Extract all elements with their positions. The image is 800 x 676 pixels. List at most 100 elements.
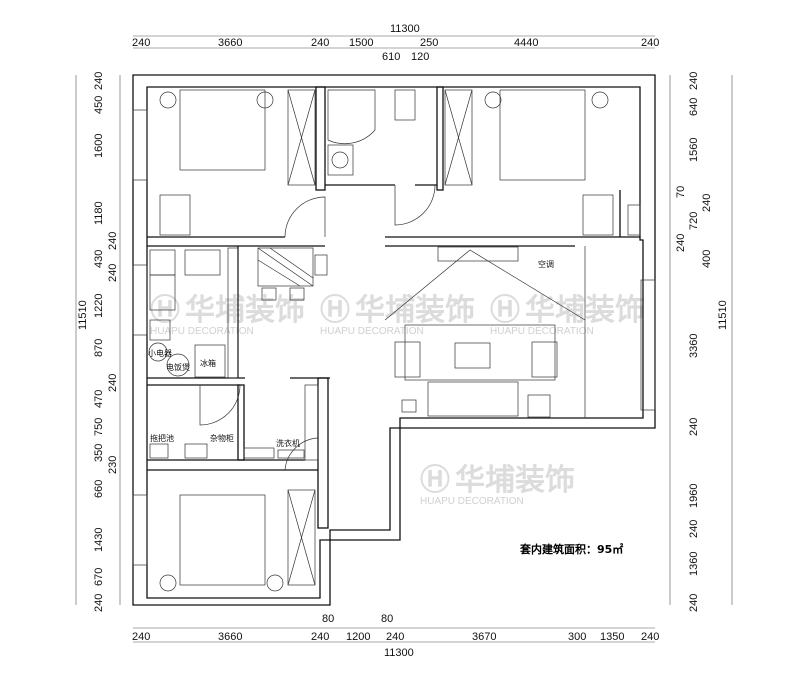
lamp-icon [484, 91, 502, 109]
svg-text:470: 470 [93, 390, 105, 408]
tv-cabinet [437, 246, 519, 262]
basin [243, 447, 275, 459]
svg-text:240: 240 [641, 37, 659, 49]
label-rice-cooker: 电饭煲 [166, 362, 190, 372]
svg-text:400: 400 [701, 250, 713, 268]
svg-text:11510: 11510 [717, 300, 729, 330]
svg-text:华埔装饰: 华埔装饰 [355, 293, 475, 328]
label-storage-cabinet: 杂物柜 [210, 433, 234, 443]
watermark-logo-icon: Ⓗ [420, 463, 450, 498]
top-dimensions: 11300 240 3660 240 1500 250 4440 240 610… [132, 23, 659, 63]
label-mop-sink: 拖把池 [150, 433, 174, 443]
phone-icon [591, 91, 609, 109]
svg-text:240: 240 [701, 194, 713, 212]
svg-text:610: 610 [382, 51, 400, 63]
dining-table [257, 247, 314, 287]
svg-text:300: 300 [568, 631, 586, 643]
svg-text:240: 240 [132, 631, 150, 643]
watermark-logo-icon: Ⓗ [490, 293, 520, 328]
room-labels: 小电器 电饭煲 冰箱 拖把池 杂物柜 洗衣机 空调 套内建筑面积：95㎡ [148, 259, 623, 556]
coffee-table [454, 342, 491, 369]
svg-text:240: 240 [386, 631, 404, 643]
svg-text:HUAPU DECORATION: HUAPU DECORATION [420, 496, 524, 507]
svg-text:3670: 3670 [472, 631, 496, 643]
right-dimensions: 11510 240 640 1560 70 240 720 240 400 33… [675, 72, 729, 612]
svg-text:4440: 4440 [514, 37, 538, 49]
svg-text:240: 240 [311, 37, 329, 49]
svg-text:HUAPU DECORATION: HUAPU DECORATION [490, 326, 594, 337]
svg-text:240: 240 [641, 631, 659, 643]
svg-text:240: 240 [675, 234, 687, 252]
svg-text:250: 250 [420, 37, 438, 49]
label-fridge: 冰箱 [200, 358, 216, 368]
armchair [531, 341, 558, 378]
dimension-lines [75, 35, 733, 643]
svg-text:1500: 1500 [349, 37, 373, 49]
watermark: Ⓗ 华埔装饰 HUAPU DECORATION Ⓗ 华埔装饰 HUAPU DEC… [150, 293, 645, 507]
svg-text:11300: 11300 [384, 647, 414, 659]
svg-text:720: 720 [688, 212, 700, 230]
shower [327, 89, 376, 145]
stove [149, 319, 171, 341]
svg-text:1350: 1350 [600, 631, 624, 643]
svg-text:11300: 11300 [390, 23, 420, 35]
svg-text:3660: 3660 [218, 37, 242, 49]
svg-text:640: 640 [688, 98, 700, 116]
toilet [184, 443, 208, 459]
svg-text:11510: 11510 [77, 300, 89, 330]
svg-text:750: 750 [93, 418, 105, 436]
svg-text:1220: 1220 [93, 294, 105, 318]
label-air-conditioner: 空调 [538, 259, 554, 269]
label-washer: 洗衣机 [276, 438, 300, 448]
sink [184, 249, 221, 276]
window [627, 204, 641, 236]
svg-text:240: 240 [93, 72, 105, 90]
svg-text:240: 240 [93, 594, 105, 612]
sofa [427, 381, 519, 417]
bottom-dimensions: 80 80 240 3660 240 1200 240 3670 300 135… [132, 613, 659, 659]
washer [277, 449, 305, 459]
cabinet [304, 384, 319, 461]
window [132, 264, 148, 336]
basin [327, 144, 354, 176]
svg-text:120: 120 [411, 51, 429, 63]
lamp-icon [159, 574, 177, 592]
svg-text:1560: 1560 [688, 138, 700, 162]
window [640, 279, 656, 411]
wardrobe [444, 89, 473, 186]
bed [499, 89, 586, 181]
svg-text:HUAPU DECORATION: HUAPU DECORATION [150, 326, 254, 337]
svg-text:70: 70 [675, 186, 687, 198]
svg-text:240: 240 [688, 418, 700, 436]
walls [132, 74, 656, 606]
wardrobe [287, 89, 316, 186]
svg-text:80: 80 [322, 613, 334, 625]
svg-text:230: 230 [107, 456, 119, 474]
svg-text:3660: 3660 [218, 631, 242, 643]
sink [149, 274, 176, 311]
svg-text:240: 240 [688, 520, 700, 538]
left-dimensions: 11510 240 450 1600 1180 240 430 240 1220… [77, 72, 119, 612]
doors [199, 184, 436, 471]
bed [179, 494, 266, 586]
svg-text:350: 350 [93, 444, 105, 462]
wardrobe [287, 489, 316, 586]
window [132, 494, 148, 566]
svg-text:1430: 1430 [93, 528, 105, 552]
svg-text:450: 450 [93, 96, 105, 114]
area-label: 套内建筑面积：95㎡ [520, 542, 623, 556]
desk [582, 194, 614, 236]
svg-text:240: 240 [107, 264, 119, 282]
svg-text:660: 660 [93, 480, 105, 498]
svg-text:240: 240 [688, 72, 700, 90]
lamp-icon [266, 574, 284, 592]
svg-text:240: 240 [688, 594, 700, 612]
svg-text:80: 80 [381, 613, 393, 625]
svg-text:1960: 1960 [688, 484, 700, 508]
svg-text:1360: 1360 [688, 552, 700, 576]
rug [404, 324, 556, 381]
svg-text:3360: 3360 [688, 334, 700, 358]
furniture [132, 89, 656, 592]
svg-text:240: 240 [107, 374, 119, 392]
